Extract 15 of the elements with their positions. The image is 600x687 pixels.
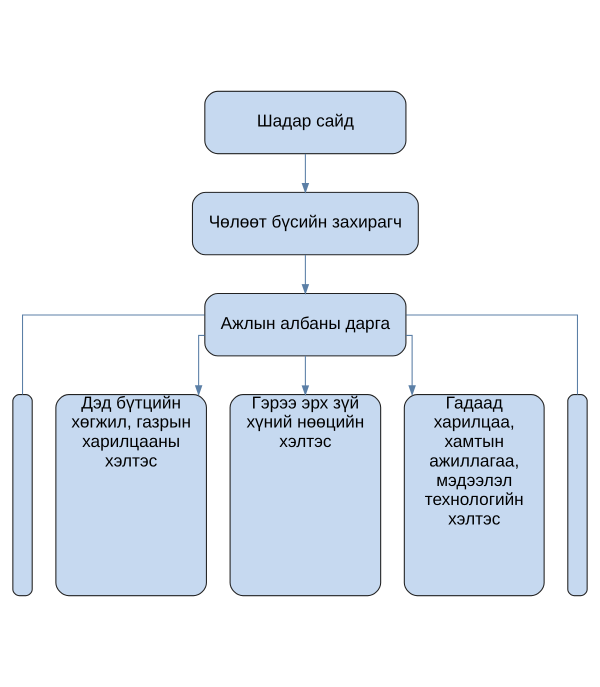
node-box: Чөлөөт бүсийн захирагч xyxy=(192,192,419,256)
node-box: Гадаад харилцаа, хамтын ажиллагаа, мэдээлэл технологийн хэлтэс xyxy=(404,394,545,596)
node-box: Гэрээ эрх зүй хүний нөөцийн хэлтэс xyxy=(230,394,382,596)
arrow xyxy=(302,154,310,194)
node-box xyxy=(12,394,33,596)
arrow xyxy=(302,255,310,295)
connector xyxy=(22,314,204,395)
node-box: Ажлын албаны дарга xyxy=(204,292,406,356)
node-box xyxy=(567,394,588,596)
arrow xyxy=(406,334,416,396)
connector xyxy=(406,314,578,395)
arrow xyxy=(302,356,310,396)
arrow xyxy=(194,334,205,396)
node-box: Шадар сайд xyxy=(204,90,406,154)
node-box: Дэд бүтцийн хөгжил, газрын харилцааны хэлтэс xyxy=(55,394,207,596)
